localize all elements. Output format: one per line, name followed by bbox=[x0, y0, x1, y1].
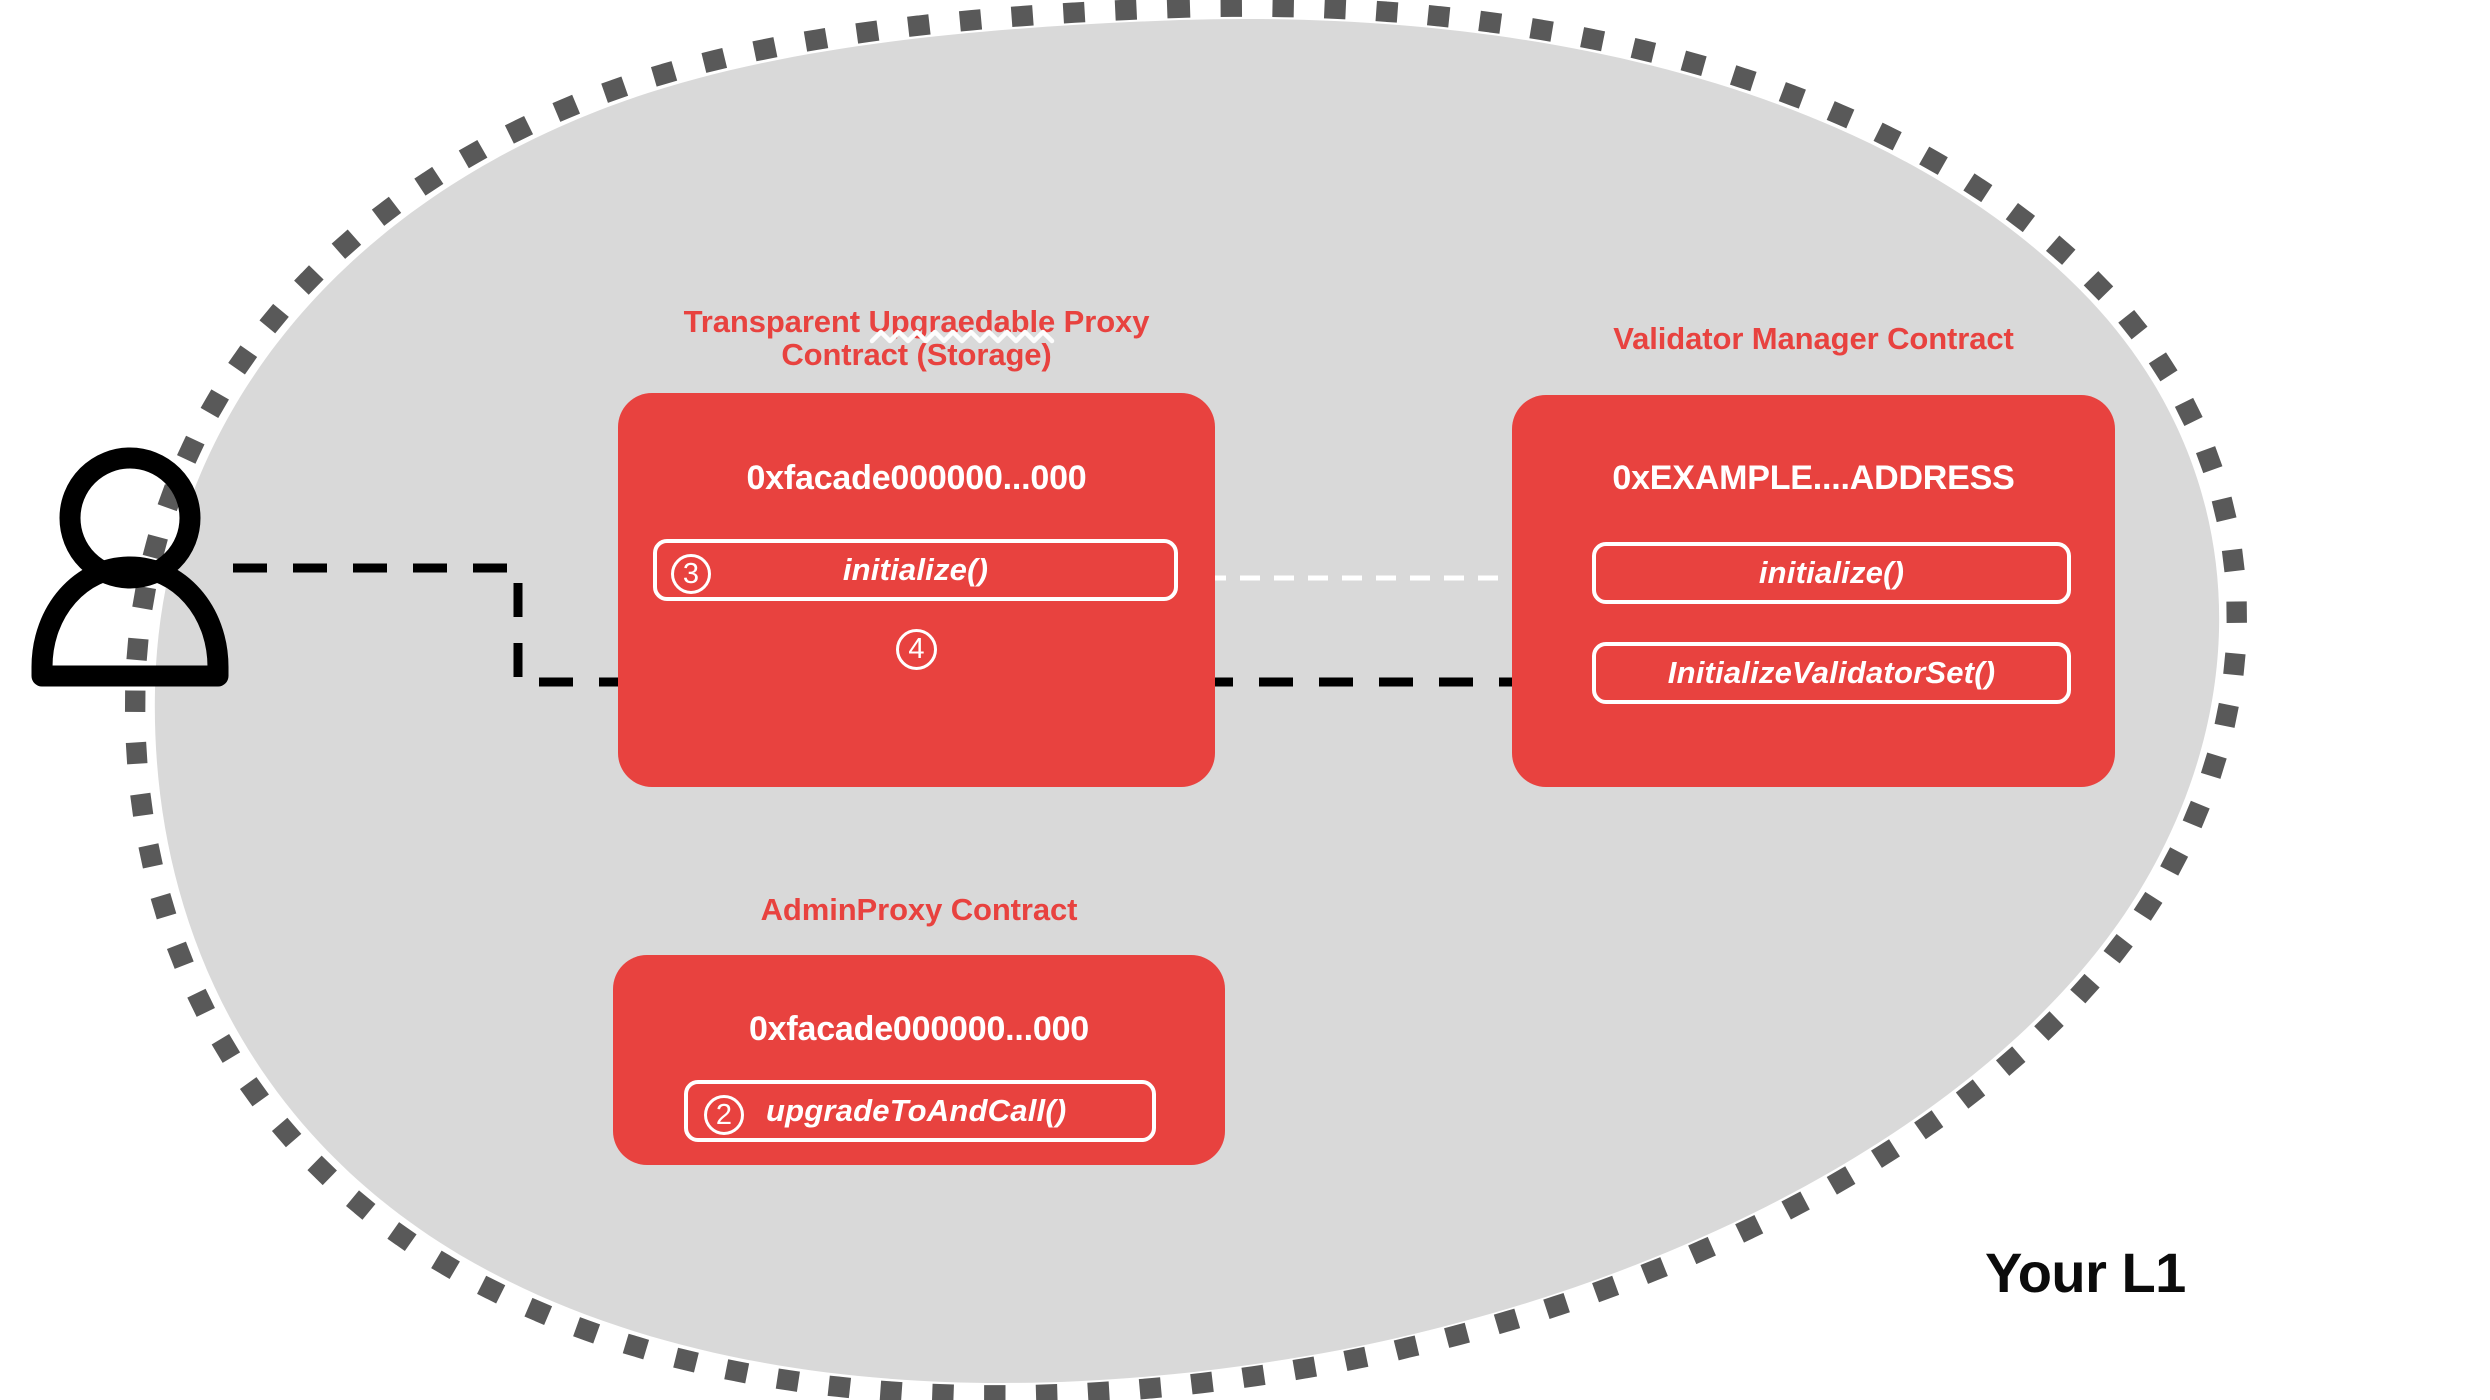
vm-function-initializevalidatorset[interactable]: InitializeValidatorSet() bbox=[1592, 642, 2071, 704]
adminproxy-contract-title: AdminProxy Contract bbox=[613, 893, 1225, 926]
proxy-contract-title-line1: Transparent Upgraedable Proxy bbox=[683, 304, 1150, 339]
validator-manager-address: 0xEXAMPLE....ADDRESS bbox=[1612, 459, 2015, 497]
adminproxy-function-upgradetoandcall-label: upgradeToAndCall() bbox=[766, 1093, 1067, 1128]
adminproxy-contract-address: 0xfacade000000...000 bbox=[748, 1010, 1090, 1048]
adminproxy-function-upgradetoandcall[interactable]: 2 upgradeToAndCall() bbox=[684, 1080, 1156, 1142]
validator-manager-card[interactable]: 0xEXAMPLE....ADDRESS initialize() Initia… bbox=[1512, 395, 2115, 787]
validator-manager-title: Validator Manager Contract bbox=[1512, 322, 2115, 355]
step-badge-2: 2 bbox=[704, 1095, 744, 1135]
proxy-contract-title: Transparent Upgraedable Proxy Contract (… bbox=[618, 305, 1215, 372]
step-badge-4: 4 bbox=[896, 629, 937, 670]
proxy-contract-title-line2: Contract (Storage) bbox=[781, 337, 1052, 373]
vm-function-initialize-label: initialize() bbox=[1758, 555, 1905, 590]
adminproxy-contract-card[interactable]: 0xfacade000000...000 2 upgradeToAndCall(… bbox=[613, 955, 1225, 1165]
proxy-function-initialize[interactable]: 3 initialize() bbox=[653, 539, 1178, 601]
proxy-function-initialize-label: initialize() bbox=[842, 552, 989, 587]
vm-function-initialize[interactable]: initialize() bbox=[1592, 542, 2071, 604]
vm-function-initializevalidatorset-label: InitializeValidatorSet() bbox=[1667, 655, 1996, 690]
l1-boundary-label: Your L1 bbox=[1985, 1241, 2186, 1304]
adminproxy-contract-title-line1: AdminProxy Contract bbox=[760, 892, 1078, 927]
step-badge-3: 3 bbox=[671, 554, 711, 594]
proxy-contract-address: 0xfacade000000...000 bbox=[746, 459, 1087, 497]
validator-manager-title-line1: Validator Manager Contract bbox=[1613, 321, 2014, 356]
proxy-contract-card[interactable]: 0xfacade000000...000 3 initialize() 4 bbox=[618, 393, 1215, 787]
